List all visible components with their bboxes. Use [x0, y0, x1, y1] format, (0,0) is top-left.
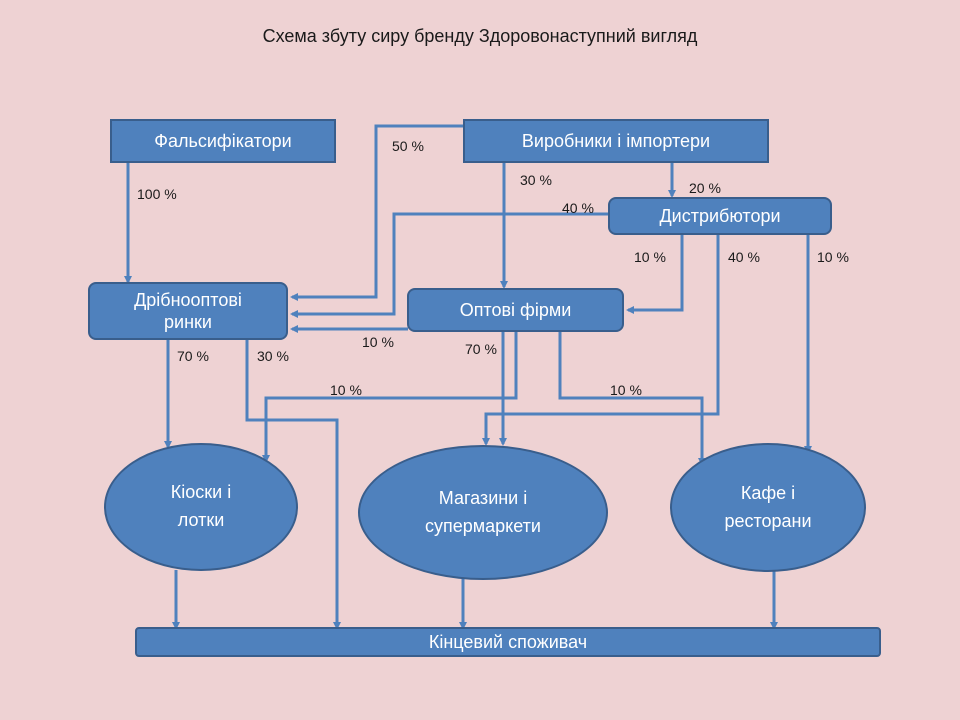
- kiosks-ellipse: Кіоски і лотки: [104, 443, 298, 571]
- pct-falsifiers-small: 100 %: [137, 186, 177, 202]
- small-wholesale-label-1: Дрібнооптові: [134, 289, 242, 310]
- cafes-label-2: ресторани: [724, 510, 812, 531]
- pct-distributors-wholesale: 10 %: [634, 249, 666, 265]
- kiosks-label-1: Кіоски і: [170, 482, 232, 503]
- pct-distributors-cafes: 10 %: [817, 249, 849, 265]
- shops-label-2: супермаркети: [425, 515, 541, 536]
- distributors-box: Дистрибютори: [608, 197, 832, 235]
- pct-wholesale-kiosks: 10 %: [330, 382, 362, 398]
- pct-wholesale-cafes: 10 %: [610, 382, 642, 398]
- arrow-small-consumer: [245, 339, 341, 630]
- shops-label-1: Магазини і: [438, 487, 528, 508]
- pct-producers-wholesale: 30 %: [520, 172, 552, 188]
- pct-distributors-small: 40 %: [562, 200, 594, 216]
- diagram-title: Схема збуту сиру бренду Здоровонаступний…: [262, 26, 698, 46]
- distributors-label: Дистрибютори: [659, 205, 781, 226]
- arrow-distributors-shops: [482, 233, 720, 446]
- small-wholesale-box: Дрібнооптові ринки: [88, 282, 288, 340]
- wholesale-box: Оптові фірми: [407, 288, 624, 332]
- arrow-distributors-wholesale: [626, 233, 684, 314]
- pct-distributors-shops: 40 %: [728, 249, 760, 265]
- pct-producers-small: 50 %: [392, 138, 424, 154]
- consumer-label: Кінцевий споживач: [428, 631, 588, 652]
- arrow-producers-small: [290, 124, 463, 301]
- pct-wholesale-shops: 70 %: [465, 341, 497, 357]
- arrow-wholesale-kiosks: [262, 331, 518, 463]
- producers-box: Виробники і імпортери: [463, 119, 769, 163]
- small-wholesale-label-2: ринки: [164, 312, 212, 332]
- cafes-label-1: Кафе і: [740, 482, 796, 503]
- pct-wholesale-small: 10 %: [362, 334, 394, 350]
- consumer-box: Кінцевий споживач: [135, 627, 881, 657]
- arrow-wholesale-cafes: [558, 331, 706, 466]
- kiosks-label-2: лотки: [177, 510, 225, 530]
- cafes-ellipse: Кафе і ресторани: [670, 443, 866, 572]
- pct-producers-distributors: 20 %: [689, 180, 721, 196]
- producers-label: Виробники і імпортери: [521, 130, 711, 151]
- pct-small-consumer: 30 %: [257, 348, 289, 364]
- falsifiers-label: Фальсифікатори: [154, 130, 292, 151]
- arrow-distributors-small: [290, 212, 609, 318]
- falsifiers-box: Фальсифікатори: [110, 119, 336, 163]
- shops-ellipse: Магазини і супермаркети: [358, 445, 608, 580]
- wholesale-label: Оптові фірми: [459, 299, 572, 320]
- pct-small-kiosks: 70 %: [177, 348, 209, 364]
